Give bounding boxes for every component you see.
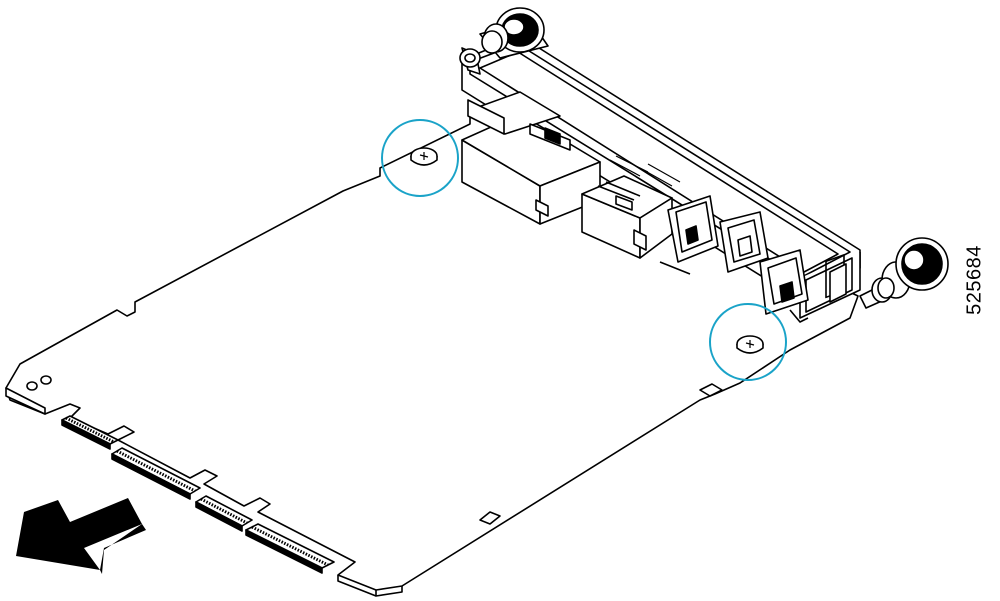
- callout-circle-bottom: [709, 303, 787, 381]
- callout-circle-top: [381, 119, 459, 197]
- sfp-cage-2: [719, 211, 769, 273]
- direction-arrow: [16, 498, 146, 574]
- edge-connector-1: [61, 415, 119, 450]
- thumbscrew-right: [859, 237, 949, 309]
- edge-connector-2: [111, 447, 201, 500]
- edge-connector-4: [245, 523, 335, 574]
- figure-id-label: 525684: [963, 245, 986, 315]
- thumbscrew-left: [459, 7, 549, 75]
- sfp-cage-1: [659, 195, 719, 275]
- module-port: [581, 175, 673, 259]
- screw-bottom: [736, 335, 764, 354]
- screw-top: [410, 147, 438, 166]
- sfp-cage-3: [759, 249, 809, 323]
- module-large: [461, 91, 601, 225]
- edge-connector-3: [195, 495, 253, 532]
